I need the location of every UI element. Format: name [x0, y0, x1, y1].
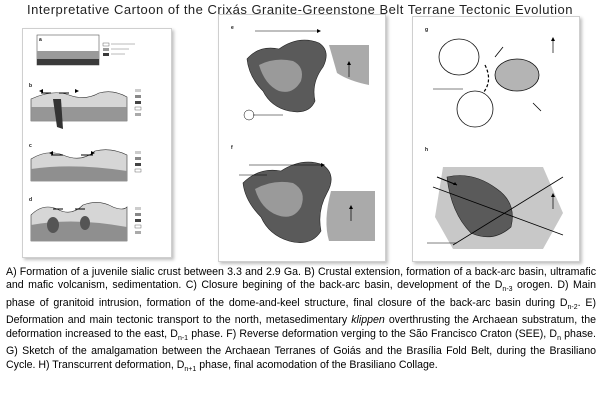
caption-sub-5: n+1: [184, 365, 197, 373]
section-d-tag: d: [29, 197, 32, 203]
caption-part-1: A) Formation of a juvenile sialic crust …: [6, 266, 596, 292]
section-c: c: [29, 143, 142, 182]
caption-part-7: phase, final acomodation of the Brasilia…: [196, 358, 438, 371]
map-e: e: [227, 21, 377, 133]
section-d: d: [29, 197, 142, 242]
legend-a-swatch-1: [102, 42, 110, 47]
caption-sub-1: n-3: [502, 286, 513, 294]
map-g-tag: g: [425, 27, 428, 33]
caption-sub-3: n-1: [177, 334, 189, 342]
caption-part-6: phase. G) Sketch of the amalgamation bet…: [6, 327, 596, 371]
section-c-tag: c: [29, 143, 32, 149]
caption-part-3: . E) Deformation and main tectonic trans…: [6, 296, 596, 327]
caption-sub-4: n: [557, 334, 561, 342]
map-e-tag: e: [231, 25, 234, 31]
panel-cross-sections: a b c: [22, 28, 172, 258]
section-b-tag: b: [29, 83, 32, 89]
legend-a-swatch-3: [103, 53, 109, 56]
caption-sub-2: n-2: [567, 304, 578, 312]
caption-italic-klippen: klippen: [351, 314, 385, 327]
section-a: a: [36, 34, 135, 66]
caption-part-4: overthrusting the Archaean substratum, t…: [6, 314, 596, 340]
map-f: f: [227, 139, 377, 255]
caption-part-2: orogen. D) Main phase of granitoid intru…: [6, 279, 596, 309]
section-b: b: [29, 83, 142, 129]
caption-part-5: phase. F) Reverse deformation verging to…: [188, 327, 558, 340]
figure-caption: A) Formation of a juvenile sialic crust …: [6, 266, 596, 376]
map-f-tag: f: [231, 145, 233, 151]
map-h-tag: h: [425, 147, 428, 153]
legend-a-swatch-2: [103, 48, 109, 51]
panel-maps-g-h: g h: [412, 16, 580, 262]
map-g: g: [421, 23, 571, 135]
panel-maps-e-f: e f: [218, 14, 386, 262]
section-a-tag: a: [39, 37, 42, 43]
figure-title: Interpretative Cartoon of the Crixás Gra…: [27, 2, 573, 17]
map-h: h: [421, 141, 571, 255]
